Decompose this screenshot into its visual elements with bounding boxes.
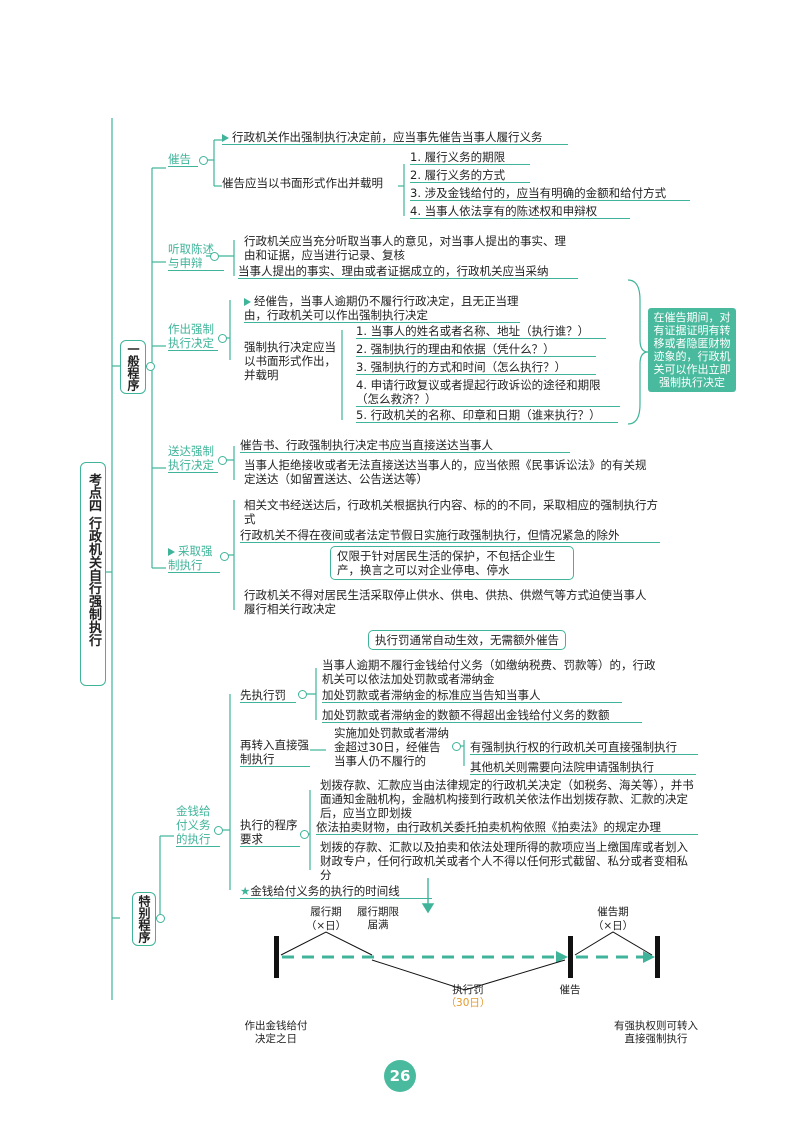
tl-lvxing-man: 履行期限届满 [357,906,399,931]
cuigao-item: 3. 涉及金钱给付的，应当有明确的金额和给付方式 [410,186,690,201]
zuochu-item: 2. 强制执行的理由和依据（凭什么？） [356,342,596,357]
zuochu-item: 1. 当事人的姓名或者名称、地址（执行谁？） [356,324,606,339]
node-zai: 再转入直接强制执行 [240,738,310,767]
zai-item: 其他机关则需要向法院申请强制执行 [470,760,696,775]
side-note: 在催告期间，对有证据证明有转移或者隐匿财物迹象的，行政机关可以作出立即强制执行决… [648,308,736,392]
collapse-icon[interactable] [218,456,227,465]
caiqu-line2: 行政机关不得在夜间或者法定节假日实施行政强制执行，但情况紧急的除外 [240,528,660,543]
tl-zhixingfa: 执行罚 [452,984,484,996]
collapse-icon[interactable] [300,830,309,839]
collapse-icon[interactable] [220,552,229,561]
songda-line1: 催告书、行政强制执行决定书应当直接送达当事人 [240,438,570,453]
flag-icon [222,133,229,142]
node-caiqu: 采取强制执行 [168,544,220,573]
caiqu-callout: 仅限于针对居民生活的保护，不包括企业生产，换言之可以对企业停电、停水 [330,546,574,580]
zai-cond: 实施加处罚款或者滞纳金超过30日，经催告当事人仍不履行的 [334,726,449,768]
collapse-icon[interactable] [298,690,307,699]
collapse-icon[interactable] [452,742,461,751]
zuochu-item: 5. 行政机关的名称、印章和日期（谁来执行？） [356,408,618,423]
node-chengxu: 执行的程序要求 [240,818,300,847]
tl-end: 有强执权则可转入直接强制执行 [614,1020,698,1045]
node-zuochu: 作出强制执行决定 [168,322,218,351]
xian-item: 加处罚款或者滞纳金的标准应当告知当事人 [322,688,622,703]
flag-icon [168,547,175,556]
tl-start: 作出金钱给付决定之日 [244,1020,308,1045]
node-jinqian: 金钱给付义务的执行 [176,804,220,847]
collapse-icon[interactable] [210,252,219,261]
cuigao-method: 催告应当以书面形式作出并载明 [222,176,383,190]
node-xian: 先执行罚 [240,688,296,703]
page-number: 26 [384,1060,416,1092]
caiqu-line1: 相关文书经送达后，行政机关根据执行内容、标的的不同，采取相应的强制执行方式 [244,498,658,526]
general-procedure-box: 一般程序 [120,340,146,394]
node-songda: 送达强制执行决定 [168,444,218,473]
node-tingqu: 听取陈述与申辩 [168,242,224,271]
xian-item: 加处罚款或者滞纳金的数额不得超出金钱给付义务的数额 [322,708,642,723]
tl-lvxing-qi-sub: （×日） [305,920,347,932]
collapse-icon[interactable] [214,826,223,835]
general-procedure-label: 一般程序 [126,343,140,391]
tl-zhixingfa-sub: （30日） [445,997,491,1009]
root-label: 考点四 行政机关自行强制执行 [86,473,101,647]
tl-cuigao-qi: 催告期 [597,906,629,918]
tl-cuigao-qi-sub: （×日） [592,920,634,932]
tl-cuigao: 催告 [559,984,581,996]
jinqian-callout: 执行罚通常自动生效，无需额外催告 [368,630,566,650]
cuigao-flag-text: 行政机关作出强制执行决定前，应当事先催告当事人履行义务 [222,130,568,145]
zuochu-flag-text: 经催告，当事人逾期仍不履行行政决定，且无正当理由，行政机关可以作出强制执行决定 [244,294,520,323]
xian-item: 当事人逾期不履行金钱给付义务（如缴纳税费、罚款等）的，行政机关可以依法加处罚款或… [322,658,656,686]
caiqu-line3: 行政机关不得对居民生活采取停止供水、供电、供热、供燃气等方式迫使当事人履行相关行… [244,588,647,616]
flag-icon [244,297,251,306]
songda-line2: 当事人拒绝接收或者无法直接送达当事人的，应当依照《民事诉讼法》的有关规定送达（如… [244,458,647,486]
zuochu-item: 4. 申请行政复议或者提起行政诉讼的途径和期限（怎么救济？） [356,378,620,407]
zai-item: 有强制执行权的行政机关可直接强制执行 [470,740,698,755]
collapse-icon[interactable] [146,362,155,371]
collapse-icon[interactable] [156,914,165,923]
collapse-icon[interactable] [199,156,208,165]
timeline-title: ★金钱给付义务的执行的时间线 [240,884,432,899]
cuigao-item: 4. 当事人依法享有的陈述权和申辩权 [410,204,630,219]
cuigao-item: 2. 履行义务的方式 [410,168,530,183]
collapse-icon[interactable] [218,334,227,343]
chengxu-item: 划拨存款、汇款应当由法律规定的行政机关决定（如税务、海关等），并书面通知金融机构… [320,778,694,820]
cuigao-item: 1. 履行义务的期限 [410,150,530,165]
chengxu-item: 依法拍卖财物，由行政机关委托拍卖机构依照《拍卖法》的规定办理 [316,820,698,835]
star-icon: ★ [240,884,251,898]
root-topic: 考点四 行政机关自行强制执行 [80,462,106,686]
zuochu-method: 强制执行决定应当以书面形式作出，并载明 [244,340,336,382]
special-procedure-label: 特别程序 [137,895,151,943]
node-cuigao: 催告 [168,152,198,167]
special-procedure-box: 特别程序 [132,892,156,946]
tingqu-line2: 当事人提出的事实、理由或者证据成立的，行政机关应当采纳 [238,264,578,279]
chengxu-item: 划拨的存款、汇款以及拍卖和依法处理所得的款项应当上缴国库或者划入财政专户，任何行… [320,840,688,882]
tingqu-line1: 行政机关应当充分听取当事人的意见，对当事人提出的事实、理由和证据，应当进行记录、… [244,234,566,262]
zuochu-item: 3. 强制执行的方式和时间（怎么执行？） [356,360,596,375]
tl-lvxing-qi: 履行期 [310,906,342,918]
